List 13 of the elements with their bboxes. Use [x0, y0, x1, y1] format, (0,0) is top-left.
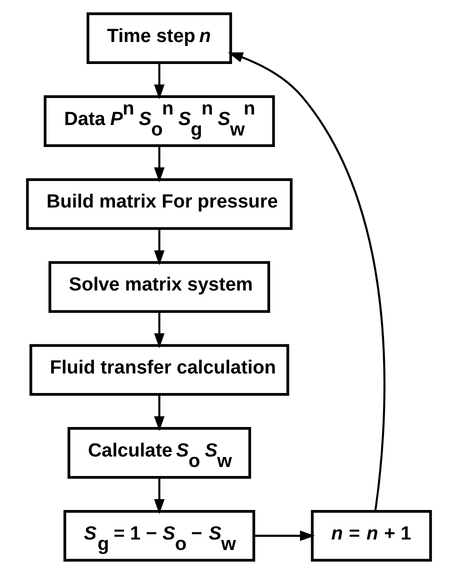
arrow	[154, 312, 164, 348]
arrow	[154, 146, 164, 182]
node-box: Solve matrix system	[48, 261, 270, 313]
arrow	[227, 52, 385, 512]
node-box: Fluid transfer calculation	[28, 344, 289, 396]
node-box: Build matrix For pressure	[26, 178, 292, 230]
arrow	[154, 394, 164, 432]
node-box: Time step n	[86, 12, 232, 64]
node-box: n = n + 1	[310, 510, 432, 562]
arrow	[154, 62, 164, 100]
arrow	[254, 530, 314, 542]
arrow	[154, 477, 164, 514]
arrow	[154, 228, 164, 266]
